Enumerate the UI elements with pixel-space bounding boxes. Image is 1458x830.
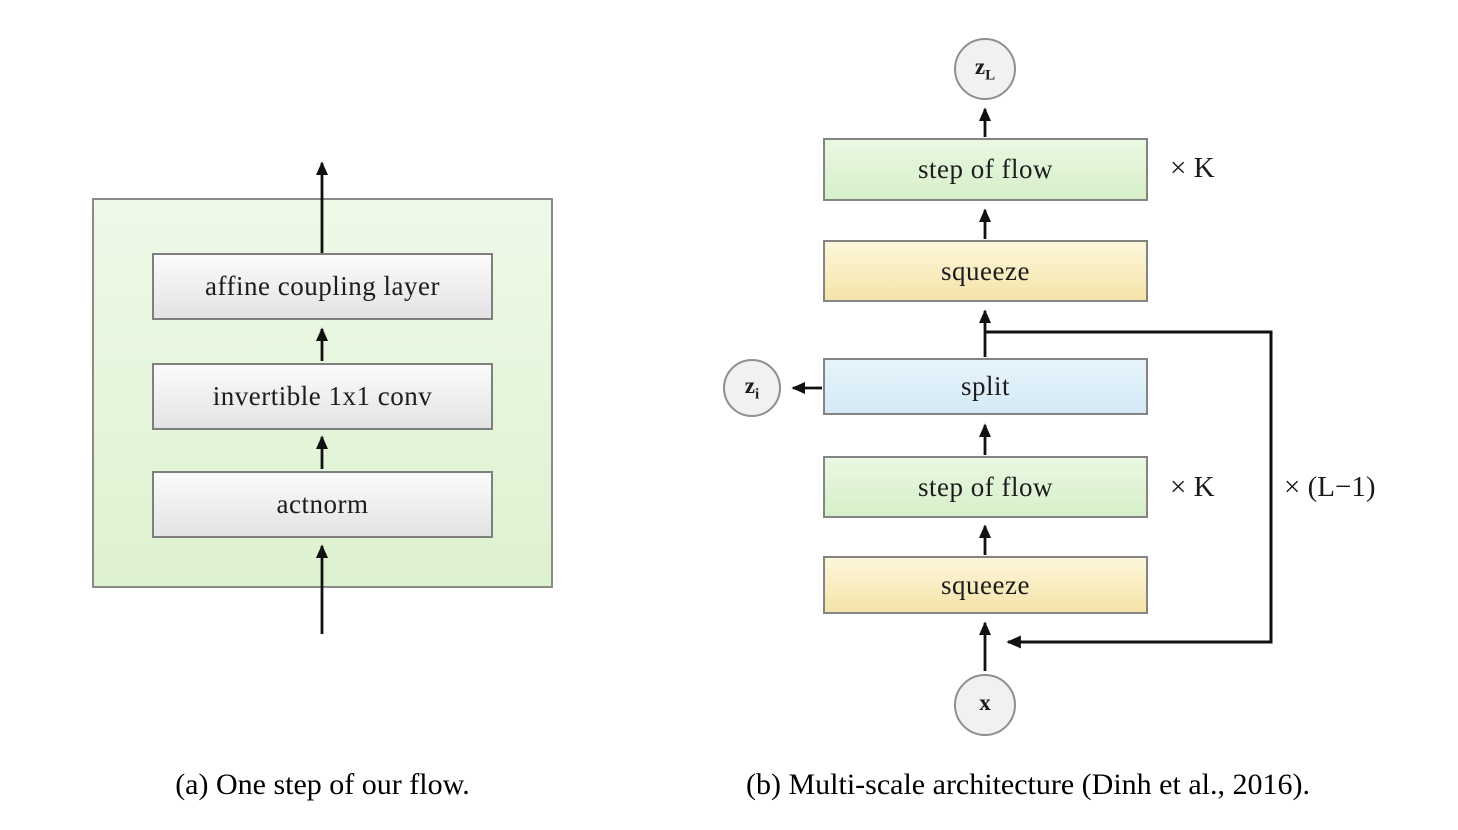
squeeze-top-label: squeeze — [941, 255, 1030, 286]
zL-label: zL — [975, 55, 995, 84]
zi-node: zi — [723, 359, 781, 417]
zi-label-sub: i — [755, 386, 760, 403]
squeeze-top-box: squeeze — [823, 240, 1148, 302]
invertible-1x1-conv-box: invertible 1x1 conv — [152, 363, 493, 430]
actnorm-label: actnorm — [276, 489, 369, 519]
actnorm-box: actnorm — [152, 471, 493, 538]
split-label: split — [960, 371, 1010, 401]
x-label: x — [979, 691, 991, 720]
squeeze-bottom-label: squeeze — [941, 569, 1030, 600]
zi-label: zi — [745, 374, 759, 403]
invertible-1x1-conv-label: invertible 1x1 conv — [212, 381, 433, 411]
step-of-flow-top-box: step of flow — [823, 138, 1148, 201]
affine-coupling-layer-box: affine coupling layer — [152, 253, 493, 320]
caption-a: (a) One step of our flow. — [175, 768, 470, 801]
squeeze-bottom-box: squeeze — [823, 556, 1148, 614]
zL-label-sub: L — [985, 67, 996, 84]
step-of-flow-bottom-label: step of flow — [918, 471, 1053, 502]
step-of-flow-bottom-box: step of flow — [823, 456, 1148, 518]
zi-label-main: z — [744, 372, 756, 398]
mult-K-bottom-label: × K — [1170, 471, 1215, 503]
zL-node: zL — [954, 38, 1016, 100]
x-label-main: x — [979, 689, 991, 715]
step-of-flow-top-label: step of flow — [918, 154, 1053, 184]
zL-label-main: z — [974, 53, 986, 79]
caption-b: (b) Multi-scale architecture (Dinh et al… — [746, 768, 1310, 801]
affine-coupling-layer-label: affine coupling layer — [205, 271, 440, 301]
mult-L-minus-1-label: × (L−1) — [1284, 471, 1376, 503]
split-box: split — [823, 358, 1148, 415]
x-node: x — [954, 674, 1016, 736]
mult-K-top-label: × K — [1170, 152, 1215, 184]
